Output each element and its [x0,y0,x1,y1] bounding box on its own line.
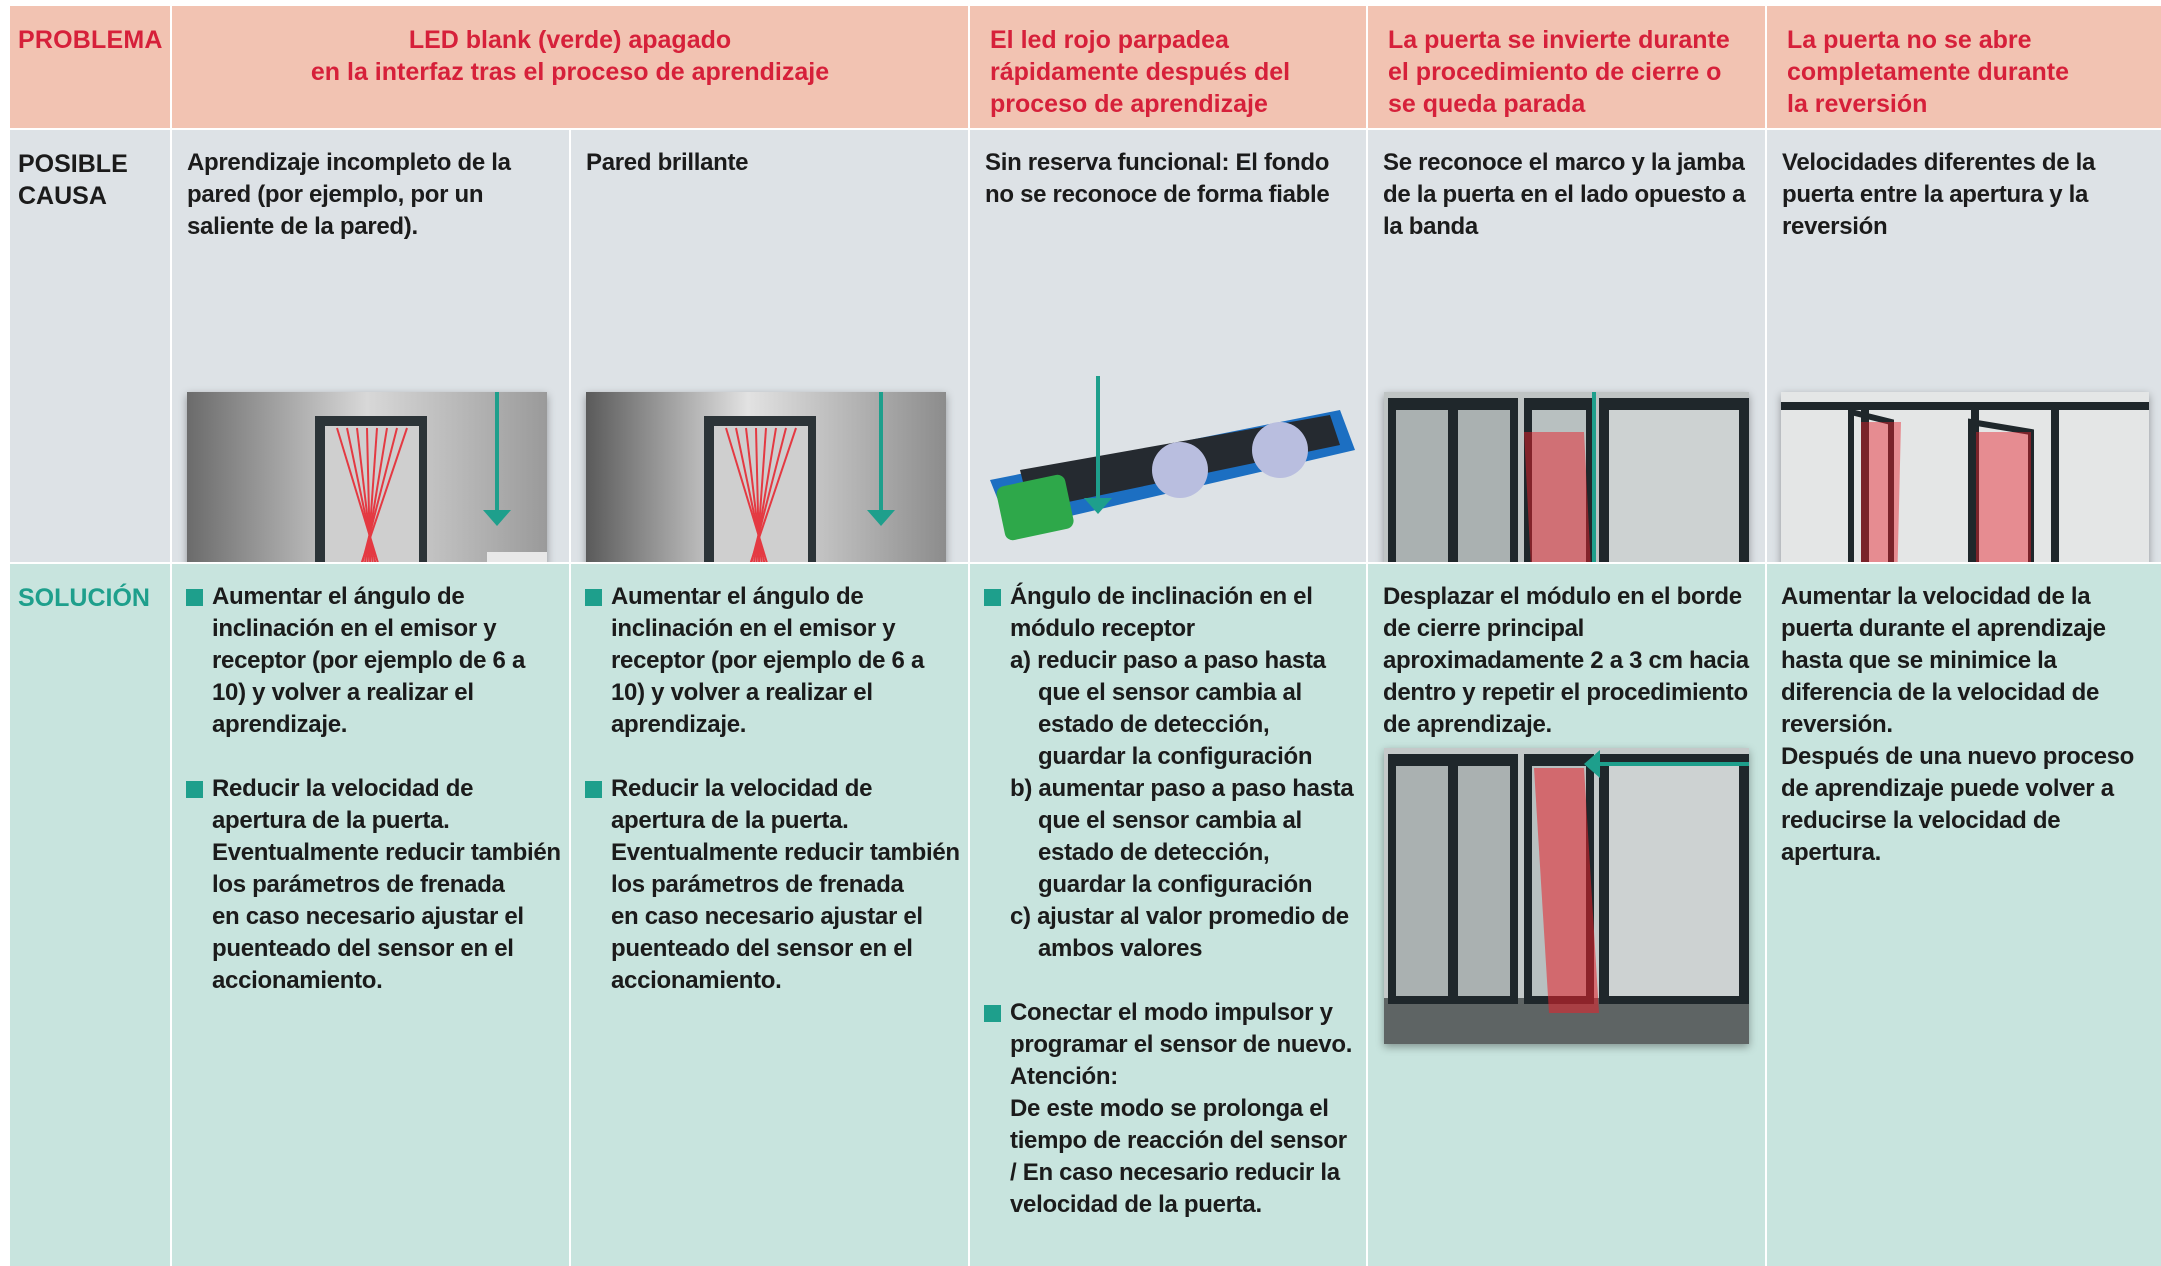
problem-1-text: LED blank (verde) apagado en la interfaz… [310,26,830,86]
module-shift-image [1384,748,1749,1044]
bullet-square-icon [984,1005,1001,1022]
solution-1-item-2: Reducir la velocidad de apertura de la p… [186,773,561,997]
solution-5-text: Aumentar la velocidad de la puerta duran… [1781,583,2135,866]
cause-4-text: Se reconoce el marco y la jamba de la pu… [1383,149,1746,240]
troubleshooting-table: PROBLEMA LED blank (verde) apagado en la… [10,6,2161,1266]
bullet-square-icon [186,781,203,798]
solution-cell-4: Desplazar el módulo en el borde de cierr… [1368,564,1765,1266]
solution-cell-2: Aumentar el ángulo de inclinación en el … [571,564,968,1266]
sensor-module-image [980,370,1360,562]
bullet-square-icon [585,589,602,606]
solution-1-item-1: Aumentar el ángulo de inclinación en el … [186,581,561,741]
solution-cell-1: Aumentar el ángulo de inclinación en el … [172,564,569,1266]
solution-4-text: Desplazar el módulo en el borde de cierr… [1383,583,1749,738]
solution-label: SOLUCIÓN [18,584,150,612]
shiny-wall-image [586,392,946,562]
cause-1-text: Aprendizaje incompleto de la pared (por … [187,149,511,240]
cause-cell-1: Aprendizaje incompleto de la pared (por … [172,130,569,562]
cause-3-text: Sin reserva funcional: El fondo no se re… [985,149,1330,208]
door-frame-image [1384,392,1749,562]
cause-label: POSIBLE CAUSA [18,150,128,210]
solution-cell-3: Ángulo de inclinación en el módulo recep… [970,564,1366,1266]
cause-cell-5: Velocidades diferentes de la puerta entr… [1767,130,2161,562]
problem-4-text: La puerta no se abre completamente duran… [1787,26,2070,118]
cause-2-text: Pared brillante [586,149,749,176]
problem-label: PROBLEMA [18,26,163,54]
bullet-square-icon [984,589,1001,606]
problem-2-text: El led rojo parpadea rápidamente después… [990,26,1291,118]
solution-cell-5: Aumentar la velocidad de la puerta duran… [1767,564,2161,1266]
wall-ledge-image [187,392,547,562]
cause-5-text: Velocidades diferentes de la puerta entr… [1782,149,2096,240]
solution-3-item-1: Ángulo de inclinación en el módulo recep… [984,581,1358,965]
solution-2-item-1: Aumentar el ángulo de inclinación en el … [585,581,960,741]
problem-header-4: La puerta no se abre completamente duran… [1767,6,2161,128]
cause-cell-4: Se reconoce el marco y la jamba de la pu… [1368,130,1765,562]
cause-cell-2: Pared brillante [571,130,968,562]
cause-cell-3: Sin reserva funcional: El fondo no se re… [970,130,1366,562]
cause-label-cell: POSIBLE CAUSA [10,130,170,562]
solution-3-item-2: Conectar el modo impulsor y programar el… [984,997,1358,1221]
problem-header-3: La puerta se invierte durante el procedi… [1368,6,1765,128]
problem-header-1: LED blank (verde) apagado en la interfaz… [172,6,968,128]
solution-2-item-2: Reducir la velocidad de apertura de la p… [585,773,960,997]
problem-3-text: La puerta se invierte durante el procedi… [1388,26,1730,118]
problem-header-2: El led rojo parpadea rápidamente después… [970,6,1366,128]
solution-label-cell: SOLUCIÓN [10,564,170,1266]
bullet-square-icon [186,589,203,606]
bullet-square-icon [585,781,602,798]
problem-label-cell: PROBLEMA [10,6,170,128]
reversal-door-image [1781,392,2149,562]
